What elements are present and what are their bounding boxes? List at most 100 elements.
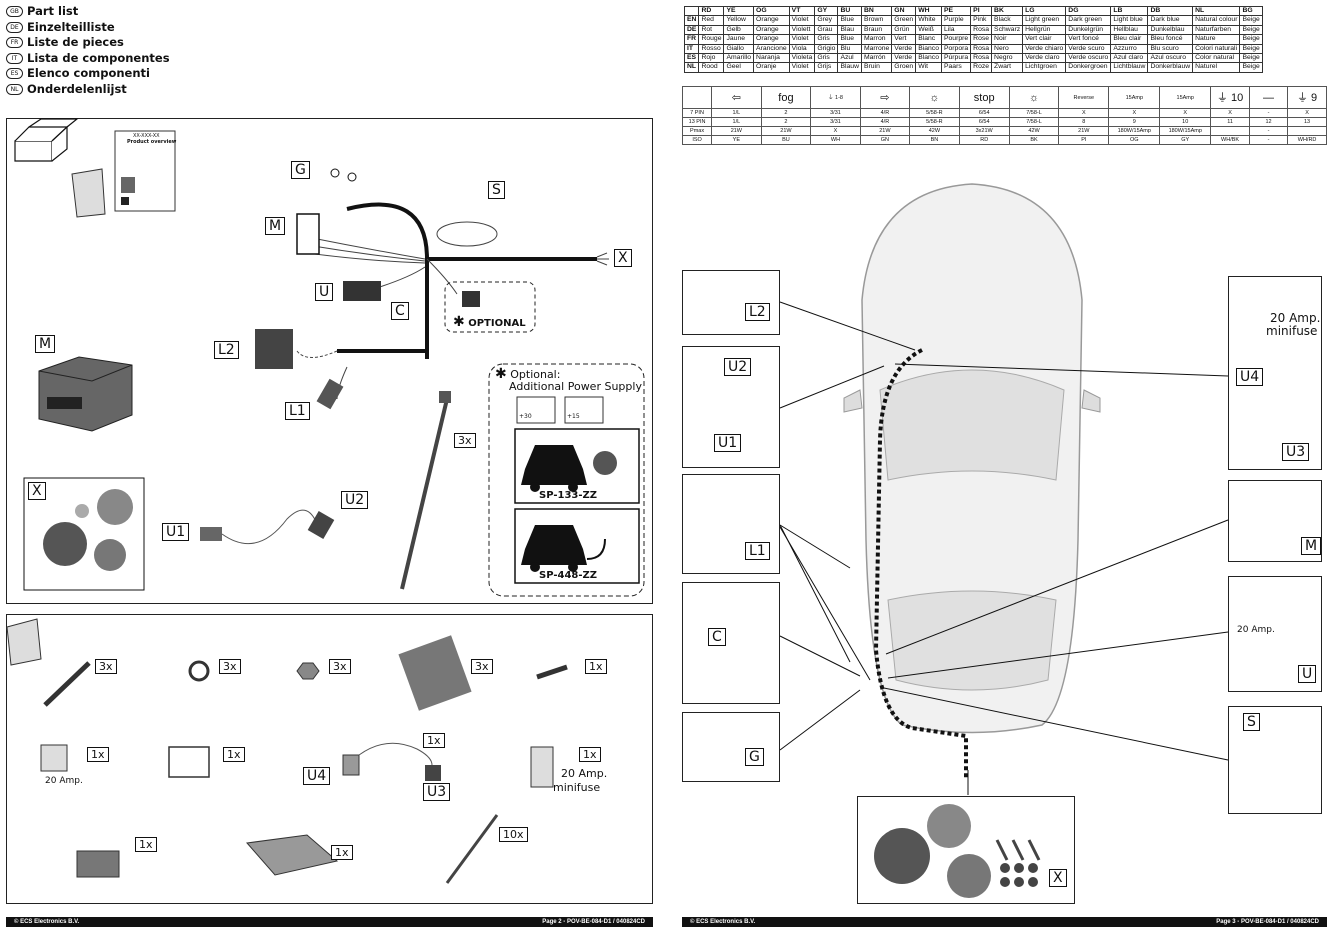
small-parts-drawing [6,618,568,884]
pin-cell: - [1248,135,1289,145]
color-cell: Grijs [814,62,839,73]
u4u3-qty: 1x [423,733,445,748]
clip-qty: 3x [471,659,493,674]
footer-right: © ECS Electronics B.V. Page 3 - POV-BE-0… [682,917,1327,927]
asterisk-icon-2: ✱ [495,366,507,382]
minifuse-icon [530,746,554,788]
plus30-label: +30 [519,413,532,420]
pin-cell: YE [711,135,762,145]
washer-qty: 3x [219,659,241,674]
color-cell: Beige [1239,15,1263,26]
color-cell: Vert [891,34,917,45]
color-cell: Pourpre [940,34,972,45]
callout-box-l2 [682,270,780,335]
washer-icon [188,660,210,682]
bag-icon [71,168,106,218]
color-cell: Rood [698,62,725,73]
footer-right-page: Page 3 - POV-BE-084-D1 / 040824CD [1216,919,1319,925]
language-code-badge: ES [6,68,23,80]
color-cell: Hellgrün [1022,24,1067,36]
color-cell: Marron [860,34,893,45]
connector-l1 [316,378,344,410]
u3-icon [425,765,441,781]
label-c: C [391,302,409,320]
color-cell: Brown [860,15,893,26]
doc-title: XX-XXX-XX [133,133,160,139]
install-label-u1: U1 [714,434,742,452]
color-header-cell: GY [814,5,839,17]
install-label-u: U [1298,665,1317,683]
module-m [38,356,133,432]
color-cell: Beige [1239,62,1263,73]
holder-icon [168,746,210,778]
language-label: Part list [27,4,79,18]
footer-left-page: Page 2 - POV-BE-084-D1 / 040824CD [542,919,645,925]
fuse-amp-label: 20 Amp. [45,776,83,786]
install-label-x: X [1049,869,1067,887]
color-cell: Grigio [814,43,839,55]
footer-left: © ECS Electronics B.V. Page 2 - POV-BE-0… [6,917,653,927]
label-l2: L2 [214,341,239,359]
fuse-qty: 1x [87,747,109,762]
color-cell: Beige [1239,53,1263,64]
connector-l2 [255,329,293,369]
label-l1: L1 [285,402,310,420]
car-icon-1 [521,445,617,492]
color-cell: DE [683,24,700,36]
color-cell: Bruin [860,62,893,73]
optional-frame [444,281,536,333]
color-cell: Arancione [753,43,790,55]
color-header-cell: GN [891,5,917,17]
color-cell: Verde [891,43,917,55]
label-u1: U1 [162,523,190,541]
car-drawing [843,183,1101,780]
label-x2: X [28,482,46,500]
box-icon [14,118,79,162]
holder-qty: 1x [223,747,245,762]
color-cell: Groen [891,62,917,73]
nut-icon [296,662,320,680]
doc-subtitle: Product overview [127,139,177,145]
install-minifuse-label: minifuse [1266,324,1318,338]
connector-icon [76,850,120,878]
minifuse-amp-label: 20 Amp. [561,767,608,780]
color-cell: Verde claro [1022,53,1067,64]
color-cell: Red [698,15,725,26]
label-u: U [315,283,334,301]
pin-cell: OG [1108,135,1161,145]
connector-u1 [200,527,222,541]
install-fuse-label: 20 Amp. [1237,625,1275,635]
color-cell: Azzurro [1110,43,1149,55]
footer-left-copyright: © ECS Electronics B.V. [14,919,80,925]
color-cell: Verde [891,53,917,64]
color-cell: Grey [814,15,839,26]
x-parts-drawing [874,804,1041,898]
color-cell: Lichtblauw [1110,62,1149,73]
color-cell: Light blue [1110,15,1149,26]
callout-box-g [682,712,780,782]
language-label: Liste de pieces [27,35,124,49]
supply-title: ✱ Optional: [495,366,561,382]
screw-icon [43,661,91,707]
color-cell: Braun [860,24,893,36]
label-u2: U2 [341,491,369,509]
pin-cell: PI [1058,135,1110,145]
power-supply-frame [488,363,645,597]
label-u3-parts: U3 [423,783,451,801]
color-cell: IT [683,43,700,55]
plus15-label: +15 [567,413,580,420]
connector-m [296,213,320,255]
install-label-u2: U2 [724,358,752,376]
color-header-cell: BG [1239,5,1263,17]
color-cell: Paars [940,62,972,73]
